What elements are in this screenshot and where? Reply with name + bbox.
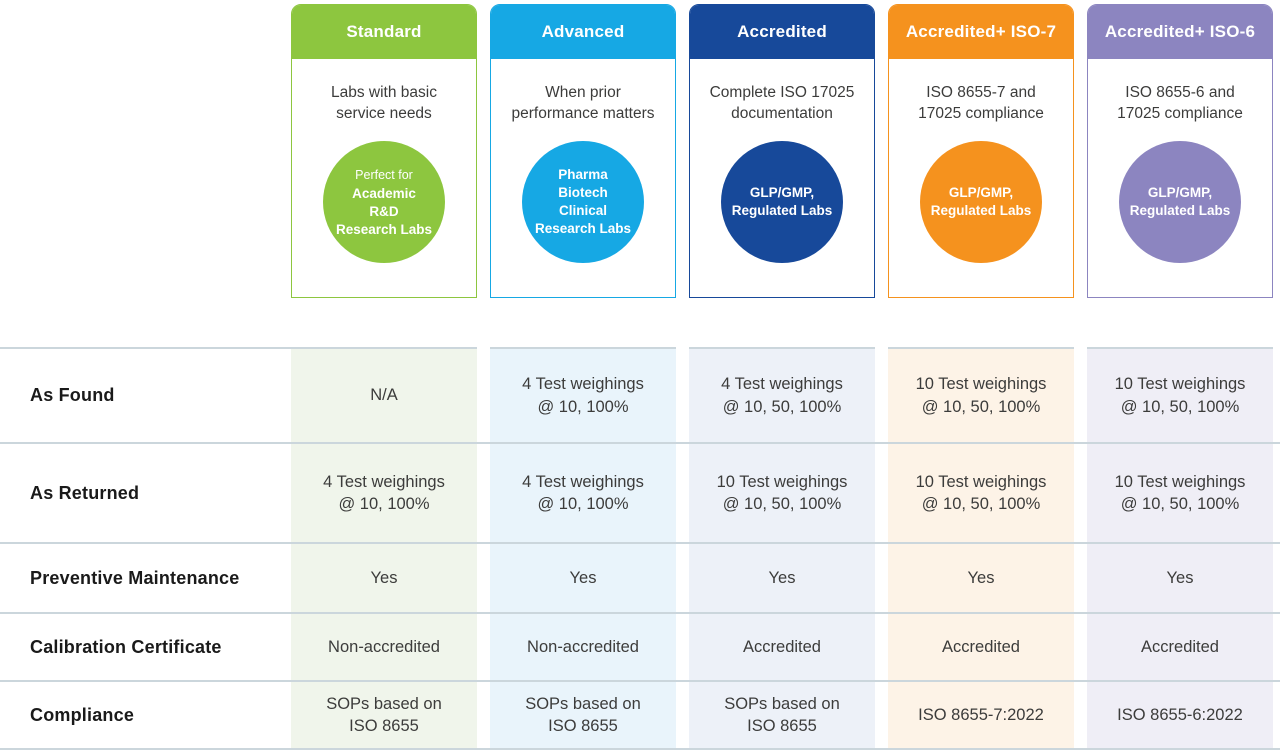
tier-title: Accredited+ ISO-7 <box>905 22 1057 41</box>
tier-title: Accredited+ ISO-6 <box>1104 22 1256 41</box>
tier-title: Standard <box>346 22 422 41</box>
table-cell: 10 Test weighings @ 10, 50, 100% <box>689 444 875 542</box>
badge-line: Regulated Labs <box>930 203 1032 218</box>
tier-description: Labs with basic service needs <box>331 84 437 122</box>
tier-card-accredited-iso6: Accredited+ ISO-6 ISO 8655-6 and 17025 c… <box>1087 4 1273 298</box>
table-cell: 4 Test weighings @ 10, 100% <box>291 444 477 542</box>
row-label: As Returned <box>0 444 291 542</box>
table-cell: Yes <box>888 544 1074 612</box>
tier-card-accredited-iso7: Accredited+ ISO-7 ISO 8655-7 and 17025 c… <box>888 4 1074 298</box>
tier-title: Accredited <box>737 22 827 41</box>
tier-audience-badge: GLP/GMP, Regulated Labs <box>1119 141 1241 263</box>
badge-line: Regulated Labs <box>731 203 833 218</box>
badge-line: Regulated Labs <box>1129 203 1231 218</box>
table-cell: Non-accredited <box>291 614 477 680</box>
table-cell: 10 Test weighings @ 10, 50, 100% <box>888 444 1074 542</box>
badge-line: R&D <box>369 203 399 219</box>
table-cell: Accredited <box>888 614 1074 680</box>
badge-line: GLP/GMP, <box>749 184 815 200</box>
tier-card-accredited: Accredited Complete ISO 17025 documentat… <box>689 4 875 298</box>
row-label: Compliance <box>0 682 291 748</box>
tier-card-standard: Standard Labs with basic service needs P… <box>291 4 477 298</box>
table-cell: ISO 8655-6:2022 <box>1087 682 1273 748</box>
tier-card-advanced: Advanced When prior performance matters … <box>490 4 676 298</box>
row-label: As Found <box>0 347 291 442</box>
table-cell: SOPs based on ISO 8655 <box>291 682 477 748</box>
tier-card-header: Standard <box>292 5 476 59</box>
table-cell: Accredited <box>1087 614 1273 680</box>
tier-audience-badge: GLP/GMP, Regulated Labs <box>721 141 843 263</box>
badge-line: GLP/GMP, <box>948 184 1014 200</box>
table-cell: 10 Test weighings @ 10, 50, 100% <box>1087 444 1273 542</box>
tier-card-body: ISO 8655-7 and 17025 compliance GLP/GMP,… <box>889 79 1073 263</box>
tier-card-body: ISO 8655-6 and 17025 compliance GLP/GMP,… <box>1088 79 1272 263</box>
badge-line: GLP/GMP, <box>1147 184 1213 200</box>
table-cell: 4 Test weighings @ 10, 100% <box>490 444 676 542</box>
table-cell: N/A <box>291 347 477 442</box>
table-cell: ISO 8655-7:2022 <box>888 682 1074 748</box>
row-label: Preventive Maintenance <box>0 544 291 612</box>
tier-card-header: Accredited+ ISO-6 <box>1088 5 1272 59</box>
tier-title: Advanced <box>541 22 625 41</box>
table-cell: 10 Test weighings @ 10, 50, 100% <box>1087 347 1273 442</box>
table-cell: 4 Test weighings @ 10, 100% <box>490 347 676 442</box>
tier-cards-row: Standard Labs with basic service needs P… <box>291 4 1273 298</box>
table-row: As Returned 4 Test weighings @ 10, 100%4… <box>0 442 1280 542</box>
badge-line: Pharma <box>558 166 608 182</box>
badge-line: Research Labs <box>335 222 433 238</box>
tier-card-header: Advanced <box>491 5 675 59</box>
badge-line: Biotech <box>558 184 608 200</box>
table-cell: Yes <box>1087 544 1273 612</box>
tier-description: Complete ISO 17025 documentation <box>709 84 855 122</box>
tier-card-body: Complete ISO 17025 documentation GLP/GMP… <box>690 79 874 263</box>
tier-card-body: Labs with basic service needs Perfect fo… <box>292 79 476 263</box>
tier-description: ISO 8655-7 and 17025 compliance <box>918 84 1044 122</box>
table-cell: Yes <box>689 544 875 612</box>
tier-card-header: Accredited+ ISO-7 <box>889 5 1073 59</box>
table-cell: Yes <box>490 544 676 612</box>
table-cell: Non-accredited <box>490 614 676 680</box>
table-cell: 4 Test weighings @ 10, 50, 100% <box>689 347 875 442</box>
row-label: Calibration Certificate <box>0 614 291 680</box>
badge-line: Clinical <box>558 203 607 218</box>
badge-line: Research Labs <box>534 221 632 237</box>
tier-description: ISO 8655-6 and 17025 compliance <box>1117 84 1243 122</box>
tier-card-header: Accredited <box>690 5 874 59</box>
table-cell: SOPs based on ISO 8655 <box>490 682 676 748</box>
tier-description: When prior performance matters <box>511 84 655 122</box>
table-cell: SOPs based on ISO 8655 <box>689 682 875 748</box>
table-cell: Yes <box>291 544 477 612</box>
table-cell: 10 Test weighings @ 10, 50, 100% <box>888 347 1074 442</box>
badge-line: Perfect for <box>355 167 413 182</box>
table-cell: Accredited <box>689 614 875 680</box>
badge-line: Academic <box>352 185 416 201</box>
tier-audience-badge: GLP/GMP, Regulated Labs <box>920 141 1042 263</box>
